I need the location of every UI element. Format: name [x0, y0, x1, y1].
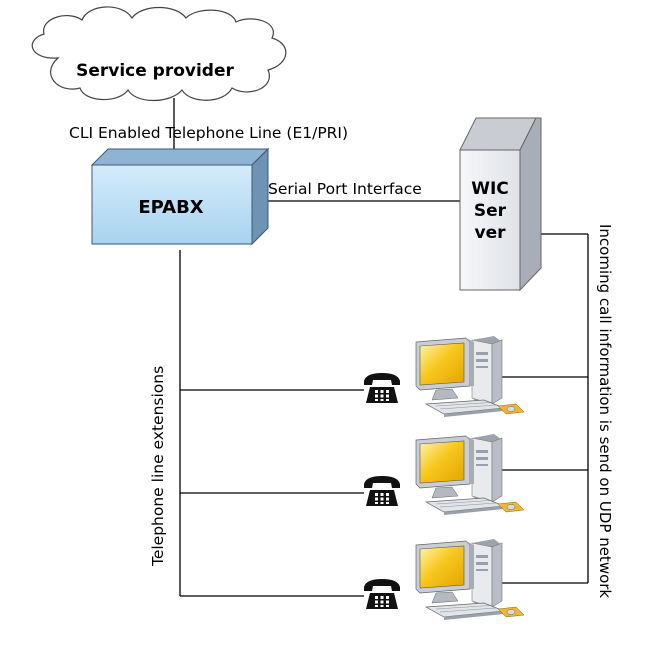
desktop-computer-icon [415, 538, 525, 621]
trunk-line-label: CLI Enabled Telephone Line (E1/PRI) [69, 124, 348, 142]
wic-server: WIC Ser ver [459, 117, 542, 292]
server-label-line-2: Ser [474, 201, 507, 221]
service-provider-cloud: Service provider [31, 6, 287, 101]
telephone-icon [364, 579, 400, 609]
workstation-1 [364, 335, 525, 418]
desktop-computer-icon [415, 433, 525, 516]
udp-network-label: Incoming call information is send on UDP… [596, 224, 614, 598]
telephone-icon [364, 373, 400, 403]
workstation-2 [364, 433, 525, 516]
extensions-label: Telephone line extensions [149, 366, 167, 567]
connection-lines [173, 98, 589, 597]
epabx-box: EPABX [90, 147, 270, 246]
telephone-icon [364, 476, 400, 506]
cloud-label: Service provider [76, 61, 234, 81]
workstation-3 [364, 538, 525, 621]
serial-interface-label: Serial Port Interface [268, 180, 422, 198]
server-label-line-3: ver [475, 223, 507, 243]
server-label-line-1: WIC [471, 179, 509, 199]
epabx-label: EPABX [138, 197, 203, 218]
